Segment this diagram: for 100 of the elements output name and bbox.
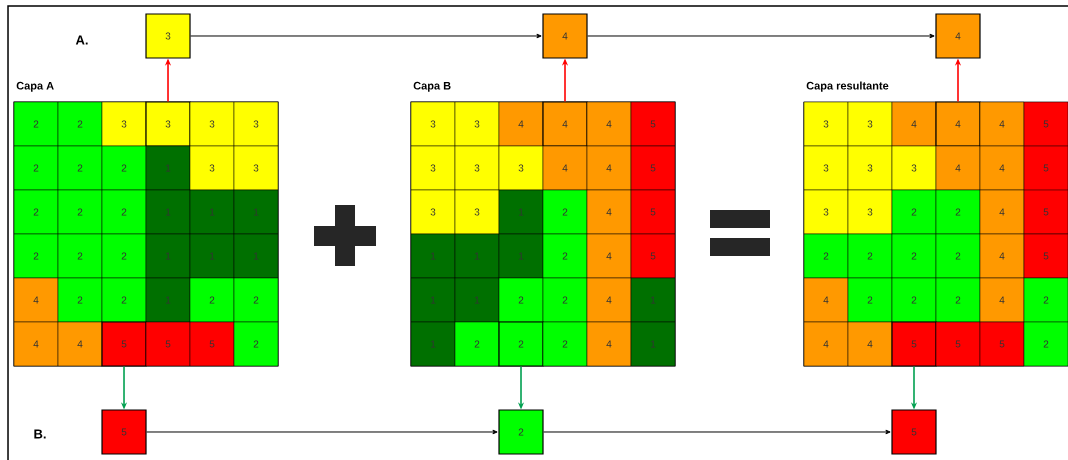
grid-cell: 4 xyxy=(803,321,849,367)
grid-cell: 4 xyxy=(586,189,632,235)
arrow xyxy=(587,33,935,39)
row-label: A. xyxy=(75,35,88,45)
grid-cell: 3 xyxy=(189,101,235,147)
value-box: 4 xyxy=(542,13,588,59)
arrow xyxy=(190,33,542,39)
grid-cell: 5 xyxy=(979,321,1025,367)
value-box: 4 xyxy=(935,13,981,59)
grid-cell: 2 xyxy=(13,189,59,235)
grid-cell: 2 xyxy=(803,233,849,279)
node-label: 2 xyxy=(1043,296,1049,304)
node-label: 5 xyxy=(1043,164,1049,172)
grid-cell: 4 xyxy=(542,101,588,147)
grid-cell: 5 xyxy=(935,321,981,367)
grid-cell: 4 xyxy=(979,145,1025,191)
grid-cell: 2 xyxy=(101,277,147,323)
grid-cell: 4 xyxy=(586,233,632,279)
grid-cell: 2 xyxy=(57,101,103,147)
grid-cell: 4 xyxy=(586,321,632,367)
grid-cell: 3 xyxy=(454,189,500,235)
grid-cell: 2 xyxy=(847,277,893,323)
grid-cell: 3 xyxy=(454,101,500,147)
grid-cell: 2 xyxy=(454,321,500,367)
grid-cell: 4 xyxy=(586,277,632,323)
grid-cell: 2 xyxy=(1023,277,1068,323)
grid-cell: 2 xyxy=(101,145,147,191)
grid-cell: 4 xyxy=(586,145,632,191)
grid-cell: 2 xyxy=(542,277,588,323)
node-label: 5 xyxy=(1043,120,1049,128)
grid-cell: 3 xyxy=(847,189,893,235)
grid-cell: 2 xyxy=(542,321,588,367)
grid-cell: 2 xyxy=(13,233,59,279)
grid-cell: 5 xyxy=(630,189,676,235)
grid-cell: 5 xyxy=(1023,233,1068,279)
grid-cell: 4 xyxy=(57,321,103,367)
grid-cell: 2 xyxy=(13,101,59,147)
grid-cell: 3 xyxy=(233,101,279,147)
grid-cell: 2 xyxy=(233,277,279,323)
grid-cell: 3 xyxy=(233,145,279,191)
grid-cell: 5 xyxy=(630,101,676,147)
grid-cell: 2 xyxy=(891,277,937,323)
grid-cell: 4 xyxy=(13,277,59,323)
grid-cell: 3 xyxy=(891,145,937,191)
grid-cell: 3 xyxy=(145,101,191,147)
grid-cell: 2 xyxy=(57,145,103,191)
grid-cell: 5 xyxy=(145,321,191,367)
grid-cell: 4 xyxy=(979,189,1025,235)
grid-cell: 5 xyxy=(189,321,235,367)
grid-cell: 4 xyxy=(979,233,1025,279)
grid-cell: 4 xyxy=(586,101,632,147)
grid-cell: 4 xyxy=(803,277,849,323)
grid-cell: 5 xyxy=(630,233,676,279)
grid-cell: 3 xyxy=(803,101,849,147)
grid-cell: 5 xyxy=(891,321,937,367)
node-label: Capa A xyxy=(16,81,54,92)
grid-cell: 2 xyxy=(498,321,544,367)
grid-cell: 3 xyxy=(189,145,235,191)
arrow xyxy=(146,429,498,435)
grid-cell: 4 xyxy=(498,101,544,147)
arrow xyxy=(543,429,891,435)
grid-cell: 2 xyxy=(542,189,588,235)
grid-cell: 4 xyxy=(891,101,937,147)
grid-cell: 2 xyxy=(57,277,103,323)
grid-cell: 4 xyxy=(13,321,59,367)
grid-cell: 4 xyxy=(935,101,981,147)
grid-cell: 5 xyxy=(1023,101,1068,147)
grid-cell: 4 xyxy=(979,101,1025,147)
grid-cell: 2 xyxy=(101,233,147,279)
grid-cell: 2 xyxy=(189,277,235,323)
node-label: 5 xyxy=(1043,208,1049,216)
grid-cell: 3 xyxy=(410,145,456,191)
grid-cell: 2 xyxy=(57,189,103,235)
grid-cell: 3 xyxy=(410,189,456,235)
grid-cell: 2 xyxy=(847,233,893,279)
grid-cell: 3 xyxy=(454,145,500,191)
row-label: B. xyxy=(34,429,46,439)
node-label: Capa B xyxy=(413,81,451,92)
value-box: 2 xyxy=(498,409,544,455)
grid-cell: 5 xyxy=(1023,145,1068,191)
grid-cell: 5 xyxy=(1023,189,1068,235)
grid-cell: 3 xyxy=(847,101,893,147)
grid-cell: 3 xyxy=(498,145,544,191)
grid-cell: 2 xyxy=(13,145,59,191)
grid-cell: 2 xyxy=(57,233,103,279)
grid-cell: 3 xyxy=(803,145,849,191)
grid-cell: 2 xyxy=(498,277,544,323)
grid-cell: 5 xyxy=(101,321,147,367)
grid-cell: 2 xyxy=(891,189,937,235)
value-box: 5 xyxy=(891,409,937,455)
grid-cell: 2 xyxy=(542,233,588,279)
grid-cell: 4 xyxy=(979,277,1025,323)
grid-cell: 3 xyxy=(410,101,456,147)
grid-cell: 4 xyxy=(542,145,588,191)
grid-cell: 2 xyxy=(935,277,981,323)
value-box: 3 xyxy=(145,13,191,59)
grid-cell: 2 xyxy=(891,233,937,279)
grid-cell: 2 xyxy=(101,189,147,235)
grid-cell: 4 xyxy=(847,321,893,367)
grid-cell: 2 xyxy=(1023,321,1068,367)
